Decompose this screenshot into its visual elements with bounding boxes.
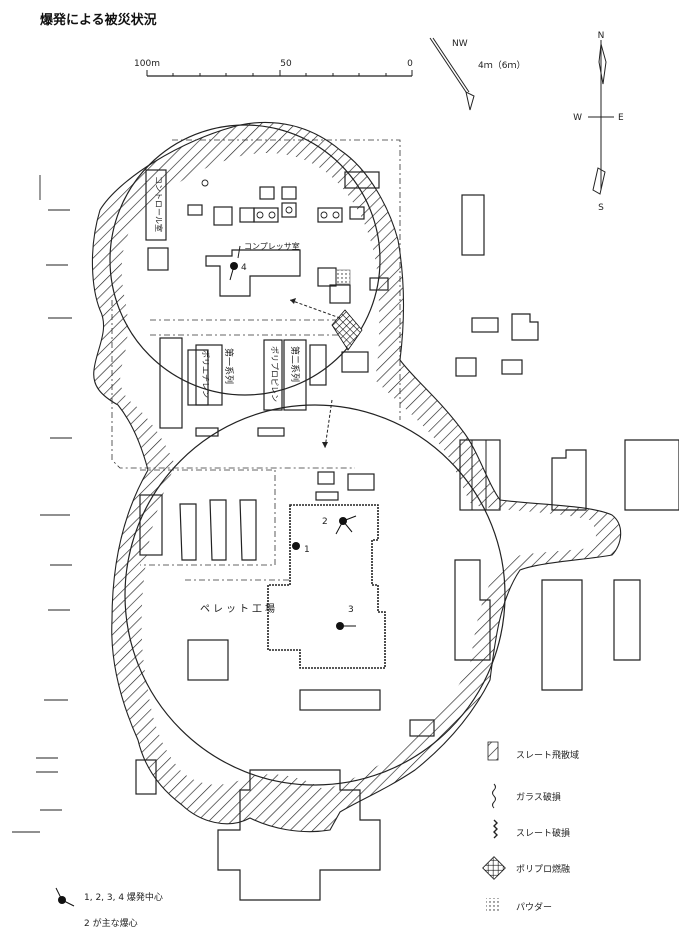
crosshatch-icon — [482, 856, 506, 880]
compass-e: E — [618, 113, 624, 123]
blast-center-key: 1, 2, 3, 4 爆発中心 2 が主な爆心 — [55, 887, 163, 929]
blast-center-key-line2: 2 が主な爆心 — [84, 917, 138, 929]
zigzag-line-icon — [493, 819, 498, 839]
blast-center-markers: 1 2 3 4 — [229, 262, 357, 630]
legend-item-slate-damage: スレート破損 — [493, 819, 570, 839]
control-room-label: コントロール室 — [154, 176, 164, 232]
compass-icon: N S W E — [573, 31, 624, 213]
scale-label-100: 100m — [134, 59, 160, 69]
legend-label-3: ポリプロ燃融 — [516, 863, 570, 875]
blast-point-1: 1 — [292, 542, 310, 555]
blast-point-3: 3 — [336, 605, 356, 630]
scale-label-0: 0 — [407, 59, 413, 69]
bottom-left-building — [135, 759, 157, 795]
legend-item-powder: パウダー — [486, 898, 552, 913]
blast-label-3: 3 — [348, 605, 354, 615]
wind-speed: 4ｍ（6ｍ） — [478, 60, 525, 71]
compass-n: N — [598, 31, 605, 41]
blast-center-key-line1: 1, 2, 3, 4 爆発中心 — [84, 891, 163, 903]
legend-label-2: スレート破損 — [516, 827, 570, 839]
wavy-line-icon — [492, 783, 496, 809]
blast-point-4: 4 — [229, 262, 247, 281]
blast-label-2: 2 — [322, 517, 328, 527]
legend: スレート飛散域 ガラス破損 スレート破損 ポリプロ燃融 パウダー — [482, 741, 579, 913]
debris-arrows — [237, 245, 341, 449]
glass-breakage-circle-lower — [124, 404, 506, 786]
line2-label: 第二系列 — [289, 346, 301, 382]
unhatched-interior — [120, 152, 597, 791]
upper-plant-buildings — [145, 169, 389, 351]
pellet-plant-building — [267, 504, 386, 669]
plant-boundary — [111, 139, 401, 581]
legend-item-polypro: ポリプロ燃融 — [482, 856, 570, 880]
line1-product-label: ポリエチレン — [201, 350, 210, 398]
line2-product-label: ポリプロピレン — [270, 346, 279, 402]
legend-item-slate-scatter: スレート飛散域 — [487, 741, 579, 761]
legend-label-0: スレート飛散域 — [516, 749, 579, 761]
legend-label-1: ガラス破損 — [516, 791, 561, 803]
powder-area — [335, 269, 351, 285]
bottom-building — [217, 769, 381, 901]
scale-label-50: 50 — [280, 59, 292, 69]
control-room-building — [145, 169, 167, 241]
compressor-room-label: コンプレッサ室 — [244, 241, 300, 251]
process-line-buildings — [159, 337, 375, 501]
scale-bar: 100m 50 0 — [134, 59, 413, 77]
blast-point-2: 2 — [322, 515, 357, 535]
glass-breakage-circle-upper — [109, 124, 381, 396]
legend-label-4: パウダー — [516, 901, 552, 913]
wind-direction: NW — [452, 39, 468, 49]
line1-label: 第一系列 — [223, 348, 235, 384]
line2-building — [263, 339, 283, 411]
blast-label-4: 4 — [241, 263, 247, 273]
legend-item-glass: ガラス破損 — [492, 783, 561, 809]
compressor-room-building — [205, 249, 301, 297]
dots-icon — [486, 898, 500, 912]
polypro-melt-area — [331, 309, 363, 351]
compass-s: S — [598, 203, 604, 213]
pellet-plant-label: ペレット工場 — [200, 602, 278, 615]
wind-arrow-icon: NW 4ｍ（6ｍ） — [429, 37, 525, 111]
right-side-buildings — [454, 194, 679, 691]
compass-w: W — [573, 113, 582, 123]
map-title: 爆発による被災状況 — [40, 12, 157, 28]
hatch-icon — [487, 741, 499, 761]
pellet-plant-area — [139, 494, 435, 737]
line1-building — [159, 337, 183, 429]
left-edge-marks — [12, 175, 72, 833]
blast-label-1: 1 — [304, 545, 310, 555]
